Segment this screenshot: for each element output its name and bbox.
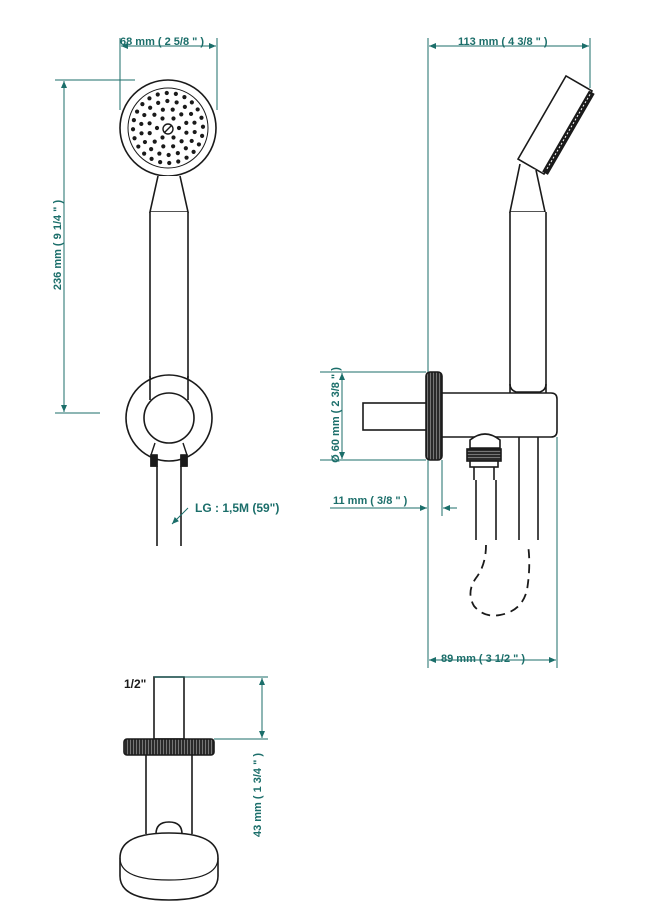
flange-diameter-label: Ø 60 mm ( 2 3/8 " ) bbox=[330, 367, 342, 463]
head-width-label: 68 mm ( 2 5/8 " ) bbox=[120, 36, 204, 48]
spray-nozzle bbox=[156, 100, 161, 105]
spray-nozzle bbox=[152, 139, 157, 144]
spray-nozzle bbox=[199, 115, 204, 120]
bottom-threaded-inlet bbox=[153, 676, 185, 740]
bottom-view-dimensions bbox=[154, 676, 268, 740]
spray-nozzle bbox=[142, 112, 147, 118]
side-threaded-inlet bbox=[362, 402, 428, 431]
holder-depth-label: 89 mm ( 3 1/2 " ) bbox=[441, 653, 525, 665]
handle-neck bbox=[149, 175, 189, 213]
spray-nozzle bbox=[140, 102, 145, 107]
spray-nozzle bbox=[200, 133, 205, 138]
spray-nozzle bbox=[195, 107, 200, 112]
spray-nozzle bbox=[189, 138, 194, 144]
flange-thickness-label: 11 mm ( 3/8 " ) bbox=[333, 495, 408, 507]
spray-nozzle bbox=[139, 121, 144, 127]
spray-nozzle bbox=[148, 105, 153, 110]
side-knurled-flange bbox=[425, 371, 443, 461]
spray-nozzle bbox=[176, 159, 181, 164]
handle-body bbox=[149, 212, 189, 386]
side-view bbox=[362, 74, 595, 617]
spray-nozzle bbox=[166, 152, 171, 158]
spray-nozzle bbox=[149, 156, 154, 162]
spray-nozzle bbox=[142, 151, 147, 156]
spray-nozzle bbox=[192, 129, 197, 135]
side-view-dimensions bbox=[320, 38, 591, 668]
bottom-cap bbox=[119, 832, 219, 901]
spray-plate-ring bbox=[127, 87, 209, 169]
spray-nozzle bbox=[164, 90, 169, 96]
spray-nozzle bbox=[154, 125, 160, 131]
spray-nozzle bbox=[171, 144, 176, 149]
spray-nozzle bbox=[179, 139, 184, 144]
side-hose-nut bbox=[469, 433, 501, 449]
spray-nozzle bbox=[165, 98, 170, 104]
spray-nozzle bbox=[147, 121, 152, 126]
spray-nozzle bbox=[167, 160, 172, 166]
spray-nozzle bbox=[155, 92, 160, 97]
spray-nozzle bbox=[136, 144, 141, 149]
bottom-body bbox=[145, 755, 193, 834]
spray-nozzle bbox=[152, 112, 157, 117]
spray-nozzle bbox=[157, 151, 162, 156]
inlet-height-label: 43 mm ( 1 3/4 " ) bbox=[252, 753, 264, 837]
side-holder-block bbox=[441, 392, 558, 438]
spray-nozzle bbox=[189, 100, 194, 105]
spray-nozzle bbox=[184, 155, 189, 160]
spray-nozzles bbox=[130, 90, 206, 166]
spray-nozzle bbox=[139, 131, 144, 136]
spray-nozzle bbox=[161, 144, 166, 149]
side-hose-loop bbox=[469, 544, 531, 617]
spray-nozzle bbox=[160, 107, 165, 112]
spray-nozzle bbox=[134, 109, 140, 114]
spray-nozzle bbox=[173, 91, 178, 96]
thread-size-label: 1/2" bbox=[124, 677, 146, 691]
spray-nozzle bbox=[132, 136, 137, 141]
bottom-view bbox=[119, 676, 219, 901]
spray-nozzle bbox=[184, 120, 189, 125]
spray-nozzle bbox=[188, 111, 194, 117]
spray-nozzle bbox=[147, 131, 152, 136]
wall-holder-inner bbox=[143, 392, 195, 444]
side-handle-body bbox=[509, 212, 547, 393]
spray-nozzle bbox=[182, 94, 187, 100]
spray-nozzle bbox=[192, 120, 197, 125]
spray-nozzle bbox=[200, 124, 206, 129]
spray-nozzle bbox=[158, 160, 163, 165]
spray-nozzle bbox=[142, 139, 148, 145]
spray-nozzle bbox=[174, 100, 179, 105]
spray-nozzle bbox=[184, 130, 189, 135]
spray-nozzle bbox=[196, 142, 202, 147]
hose-length-label: LG : 1,5M (59") bbox=[195, 501, 279, 515]
spray-nozzle bbox=[160, 135, 165, 140]
spray-nozzle bbox=[191, 149, 196, 154]
front-view bbox=[119, 79, 217, 546]
bottom-knurled-flange bbox=[123, 738, 215, 756]
spray-nozzle bbox=[147, 96, 152, 101]
bottom-neck bbox=[155, 821, 183, 835]
spray-nozzle bbox=[130, 127, 136, 132]
total-length-label: 236 mm ( 9 1/4 " ) bbox=[52, 200, 64, 291]
spray-nozzle bbox=[182, 104, 187, 110]
spray-nozzle bbox=[149, 146, 154, 152]
spray-nozzle bbox=[131, 118, 136, 123]
spray-nozzle bbox=[176, 125, 182, 131]
front-view-dimensions bbox=[55, 38, 218, 525]
spray-nozzle bbox=[171, 135, 176, 140]
spray-nozzle bbox=[175, 151, 180, 156]
spray-nozzle bbox=[171, 116, 176, 121]
spray-nozzle bbox=[160, 116, 165, 121]
spray-nozzle bbox=[179, 112, 184, 117]
projection-width-label: 113 mm ( 4 3/8 " ) bbox=[458, 36, 548, 48]
spray-nozzle bbox=[183, 146, 188, 151]
spray-nozzle bbox=[170, 107, 175, 112]
